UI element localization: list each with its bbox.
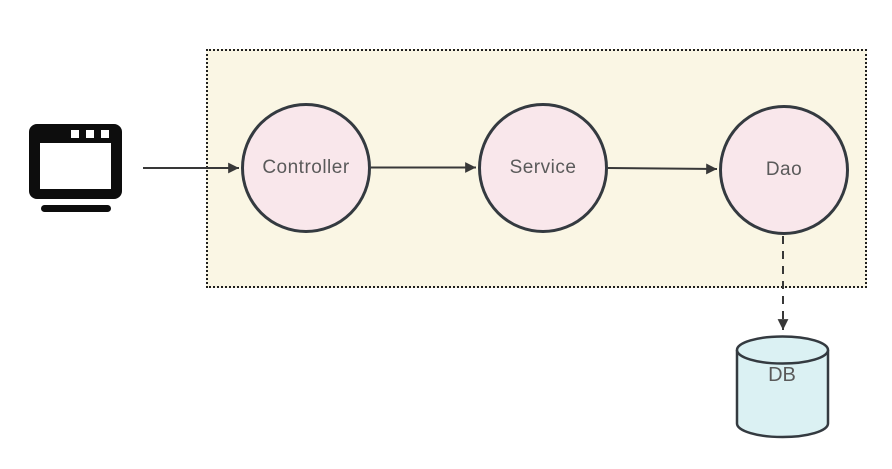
- database-cylinder: [735, 335, 830, 439]
- node-db-label: DB: [768, 364, 796, 386]
- node-controller-label: Controller: [262, 157, 350, 178]
- node-controller: Controller: [241, 103, 371, 233]
- node-dao: Dao: [719, 105, 849, 235]
- node-service: Service: [478, 103, 608, 233]
- arrow-service-to-dao: [607, 163, 718, 175]
- browser-window-icon: [29, 124, 122, 212]
- node-dao-label: Dao: [765, 159, 803, 180]
- node-service-label: Service: [509, 157, 577, 178]
